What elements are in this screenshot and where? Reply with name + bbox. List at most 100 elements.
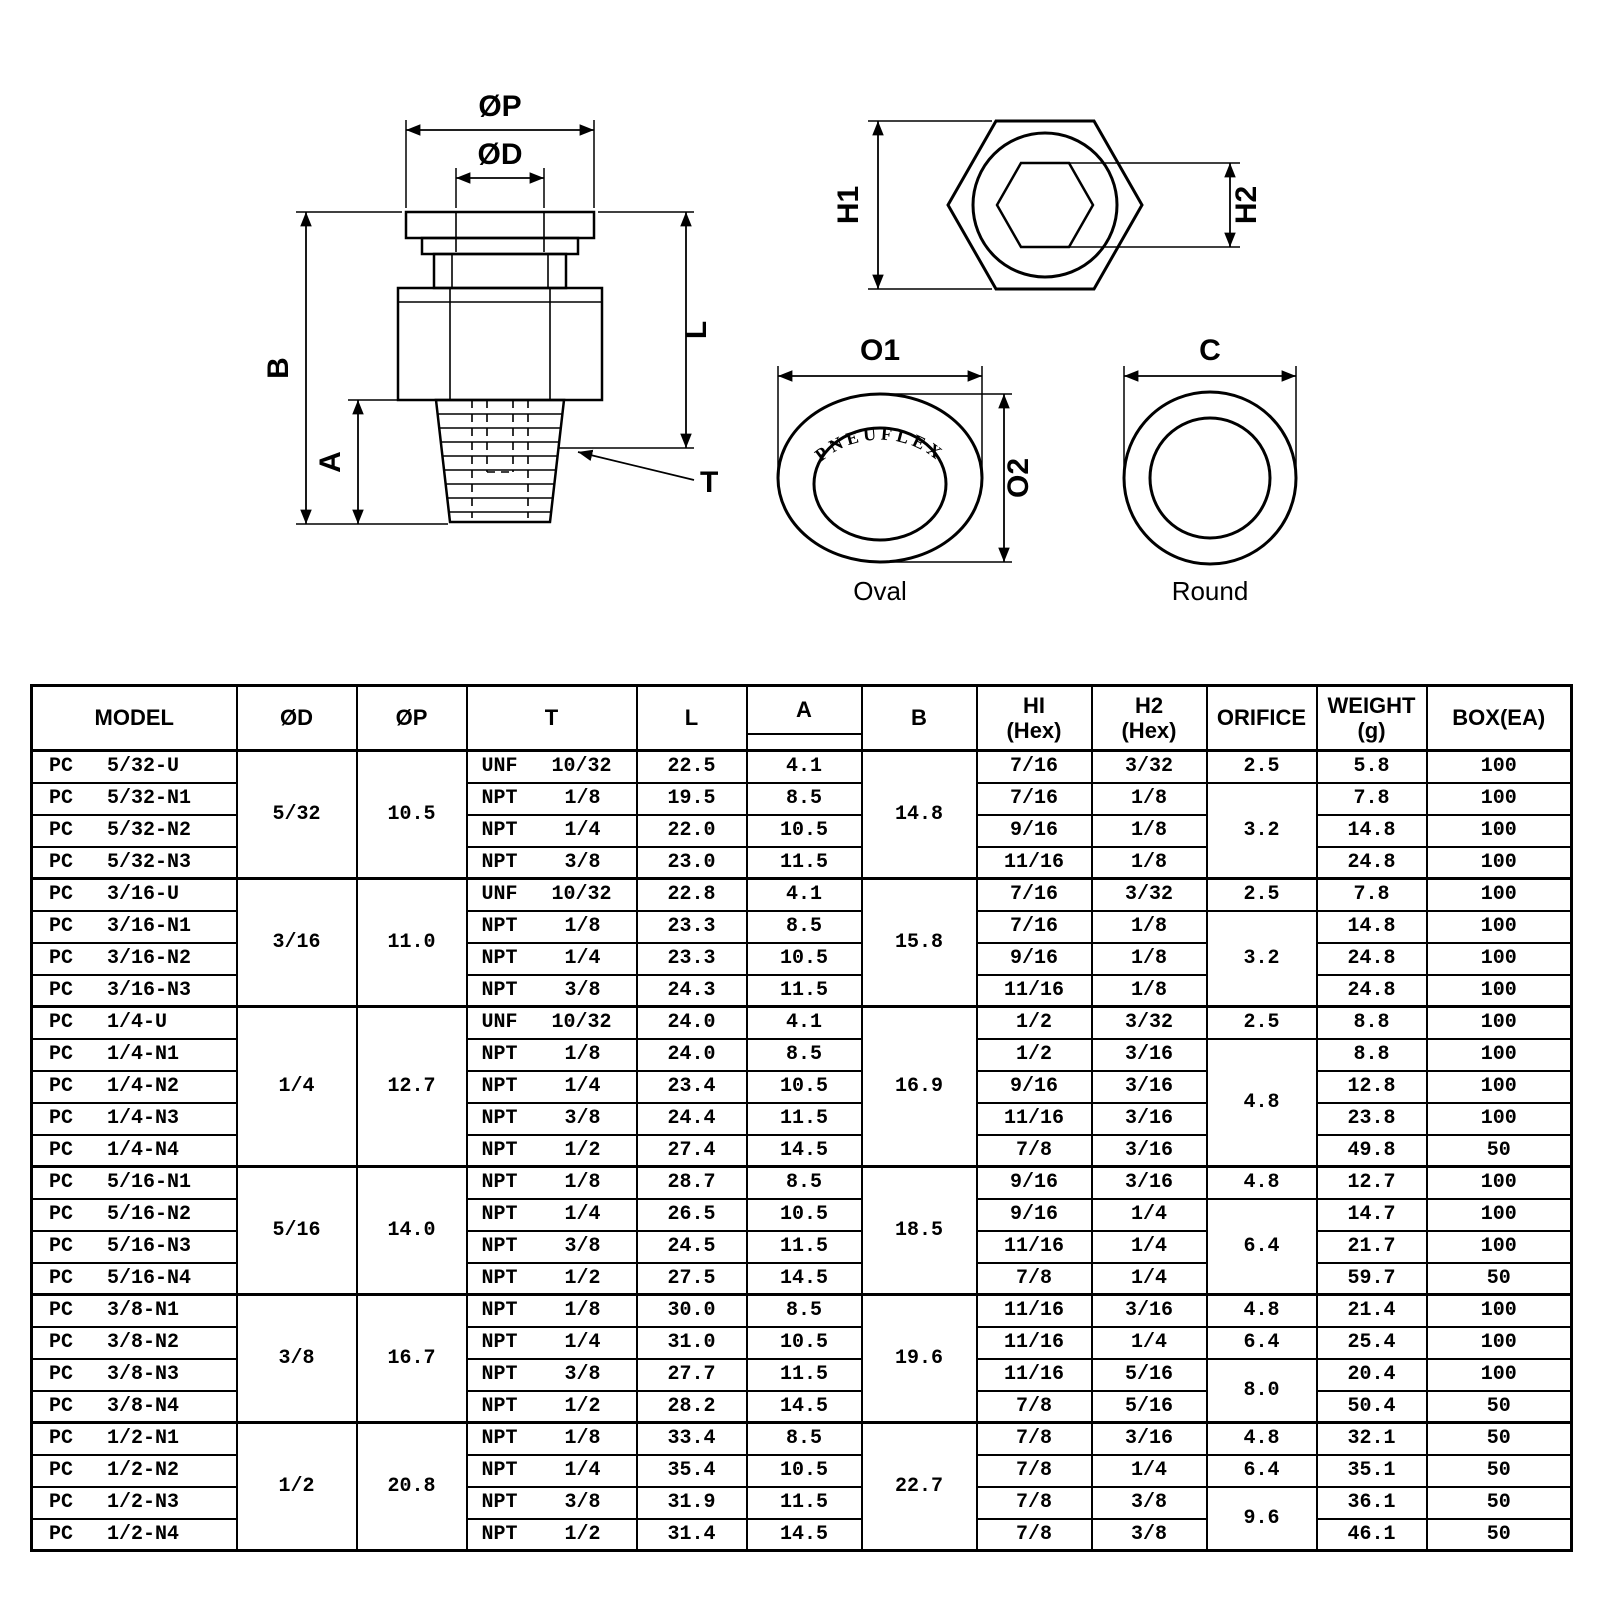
h2-cell: 1/4 bbox=[1090, 1453, 1208, 1488]
orifice-cell: 2.5 bbox=[1205, 1005, 1318, 1040]
op-cell: 14.0 bbox=[355, 1165, 468, 1296]
weight-cell: 25.4 bbox=[1315, 1325, 1428, 1360]
col-header-9: ORIFICE bbox=[1205, 684, 1318, 752]
h1-cell: 11/16 bbox=[975, 1229, 1093, 1264]
a-cell: 4.1 bbox=[745, 877, 863, 912]
round-profile-view: C Round bbox=[1122, 334, 1298, 606]
op-cell: 12.7 bbox=[355, 1005, 468, 1168]
a-cell: 11.5 bbox=[745, 1229, 863, 1264]
h1-cell: 7/16 bbox=[975, 877, 1093, 912]
orifice-cell: 4.8 bbox=[1205, 1165, 1318, 1200]
weight-cell: 21.4 bbox=[1315, 1293, 1428, 1328]
box-cell: 100 bbox=[1425, 749, 1573, 784]
l-cell: 22.5 bbox=[635, 749, 748, 784]
dim-label-op: ØP bbox=[478, 90, 521, 123]
oval-profile-view: PNEUFLEX O1 O2 Oval bbox=[776, 334, 1035, 606]
box-cell: 50 bbox=[1425, 1133, 1573, 1168]
box-cell: 100 bbox=[1425, 941, 1573, 976]
h1-cell: 11/16 bbox=[975, 845, 1093, 880]
b-cell: 15.8 bbox=[860, 877, 978, 1008]
h2-cell: 3/32 bbox=[1090, 877, 1208, 912]
box-cell: 100 bbox=[1425, 1197, 1573, 1232]
weight-cell: 49.8 bbox=[1315, 1133, 1428, 1168]
h1-cell: 7/8 bbox=[975, 1389, 1093, 1424]
fitting-hex-body bbox=[396, 286, 604, 402]
weight-cell: 5.8 bbox=[1315, 749, 1428, 784]
od-cell: 5/16 bbox=[235, 1165, 358, 1296]
weight-cell: 36.1 bbox=[1315, 1485, 1428, 1520]
box-cell: 100 bbox=[1425, 781, 1573, 816]
b-cell: 16.9 bbox=[860, 1005, 978, 1168]
op-cell: 16.7 bbox=[355, 1293, 468, 1424]
weight-cell: 24.8 bbox=[1315, 845, 1428, 880]
h2-cell: 3/16 bbox=[1090, 1421, 1208, 1456]
a-cell: 11.5 bbox=[745, 1485, 863, 1520]
box-cell: 100 bbox=[1425, 845, 1573, 880]
box-cell: 100 bbox=[1425, 1165, 1573, 1200]
dim-label-c: C bbox=[1199, 334, 1221, 367]
orifice-cell: 4.8 bbox=[1205, 1037, 1318, 1168]
dim-label-o1: O1 bbox=[860, 334, 900, 367]
a-cell: 4.1 bbox=[745, 749, 863, 784]
a-cell: 14.5 bbox=[745, 1133, 863, 1168]
oval-outer bbox=[776, 392, 984, 564]
dim-label-od: ØD bbox=[478, 138, 523, 171]
box-cell: 100 bbox=[1425, 973, 1573, 1008]
a-cell: 10.5 bbox=[745, 1069, 863, 1104]
l-cell: 31.0 bbox=[635, 1325, 748, 1360]
h1-cell: 11/16 bbox=[975, 1325, 1093, 1360]
l-cell: 24.3 bbox=[635, 973, 748, 1008]
weight-cell: 23.8 bbox=[1315, 1101, 1428, 1136]
h1-cell: 11/16 bbox=[975, 1357, 1093, 1392]
l-cell: 24.5 bbox=[635, 1229, 748, 1264]
oval-inner bbox=[812, 426, 948, 542]
h1-cell: 7/8 bbox=[975, 1261, 1093, 1296]
round-outer bbox=[1122, 390, 1298, 566]
h1-cell: 7/8 bbox=[975, 1453, 1093, 1488]
od-cell: 1/2 bbox=[235, 1421, 358, 1552]
weight-cell: 14.8 bbox=[1315, 813, 1428, 848]
col-header-7: HI (Hex) bbox=[975, 684, 1093, 752]
h1-cell: 1/2 bbox=[975, 1005, 1093, 1040]
round-caption: Round bbox=[1172, 576, 1249, 606]
brand-text: PNEUFLEX bbox=[811, 423, 949, 465]
col-header-5: A bbox=[745, 684, 863, 752]
col-header-0: MODEL bbox=[30, 684, 238, 752]
h2-cell: 3/16 bbox=[1090, 1293, 1208, 1328]
h2-cell: 1/4 bbox=[1090, 1325, 1208, 1360]
orifice-cell: 6.4 bbox=[1205, 1325, 1318, 1360]
dim-label-t: T bbox=[700, 466, 718, 499]
a-cell: 10.5 bbox=[745, 941, 863, 976]
orifice-cell: 9.6 bbox=[1205, 1485, 1318, 1552]
l-cell: 26.5 bbox=[635, 1197, 748, 1232]
fitting-cap bbox=[404, 210, 596, 240]
